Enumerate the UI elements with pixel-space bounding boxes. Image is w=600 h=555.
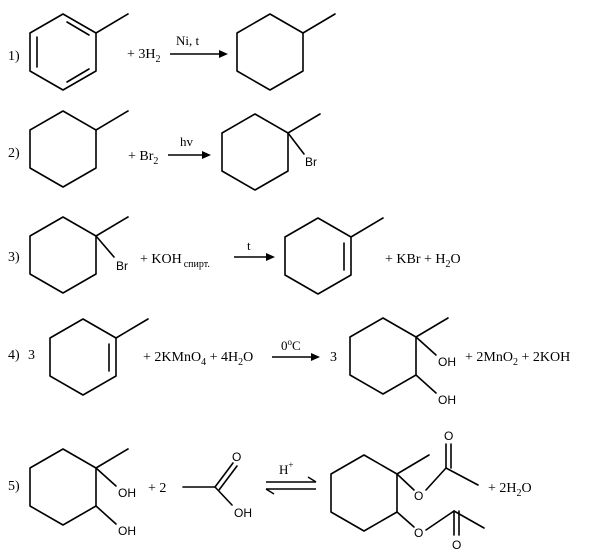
reaction-1-reagent: + 3H2 [127,47,161,65]
reaction-4-condition: 0oC [281,337,301,353]
reaction-5-equilibrium-arrows [265,476,317,495]
reaction-4-left-coefficient: 3 [28,348,35,363]
reaction-4: 4) 3 + 2KMnO4 + 4H2O 0oC 3 OH OH + 2MnO2… [8,317,570,407]
reaction-2: 2) + Br2 hv Br [8,110,321,191]
acid-carbonyl-o-label: O [232,450,241,464]
reactant-oh-top-label: OH [118,486,136,500]
methylcyclohexene-structure [284,217,384,295]
reactant-oh-bottom-label: OH [118,524,136,538]
reaction-3-condition: t [247,238,251,253]
toluene-structure [29,13,129,91]
reactant-bromine-label: Br [116,259,128,273]
bromomethylcyclohexane-reactant-structure: Br [29,216,129,294]
reaction-4-arrow [272,353,320,361]
reaction-5-number: 5) [8,479,20,494]
reaction-1: 1) + 3H2 Ni, t [8,13,336,91]
diol-reactant-structure: OH OH [29,448,136,538]
diol-oh-top-label: OH [438,355,456,369]
diol-oh-bottom-label: OH [438,393,456,407]
reaction-4-number: 4) [8,348,20,363]
ester-oxygen-upper-label: O [414,489,423,503]
reaction-4-right-coefficient: 3 [330,350,337,365]
reaction-3-byproducts: + KBr + H2O [385,252,461,270]
methylcyclohexane-reactant-structure [29,110,129,188]
acetyl-carbonyl-o-bottom-label: O [452,538,461,552]
methylcyclohexanediol-structure: OH OH [349,317,456,407]
bromine-atom-label: Br [305,155,317,169]
reaction-5: 5) OH OH + 2 O OH H+ [8,429,532,552]
bromomethylcyclohexane-structure: Br [221,113,321,191]
reaction-1-arrow [170,50,228,58]
ester-oxygen-lower-label: O [414,526,423,540]
methylcyclohexene-reactant-structure [49,318,149,396]
reaction-2-arrow [168,151,211,159]
reaction-5-condition: H+ [279,460,293,477]
reaction-5-byproducts: + 2H2O [488,481,532,499]
reaction-3-number: 3) [8,250,20,265]
acetic-acid-structure: O OH [182,450,252,520]
acid-hydroxyl-label: OH [234,506,252,520]
reaction-2-condition: hv [180,134,194,149]
reaction-5-coefficient: + 2 [148,481,166,496]
reaction-1-number: 1) [8,49,20,64]
reaction-1-condition: Ni, t [176,33,200,48]
reaction-4-reagents: + 2KMnO4 + 4H2O [143,350,253,368]
reaction-3-arrow [234,253,275,261]
reaction-2-reagent: + Br2 [128,149,158,167]
diacetate-structure: O O O O [330,429,485,552]
reaction-2-number: 2) [8,146,20,161]
reaction-4-byproducts: + 2MnO2 + 2KOH [465,350,570,368]
acetyl-carbonyl-o-top-label: O [444,429,453,443]
methylcyclohexane-structure [236,13,336,91]
